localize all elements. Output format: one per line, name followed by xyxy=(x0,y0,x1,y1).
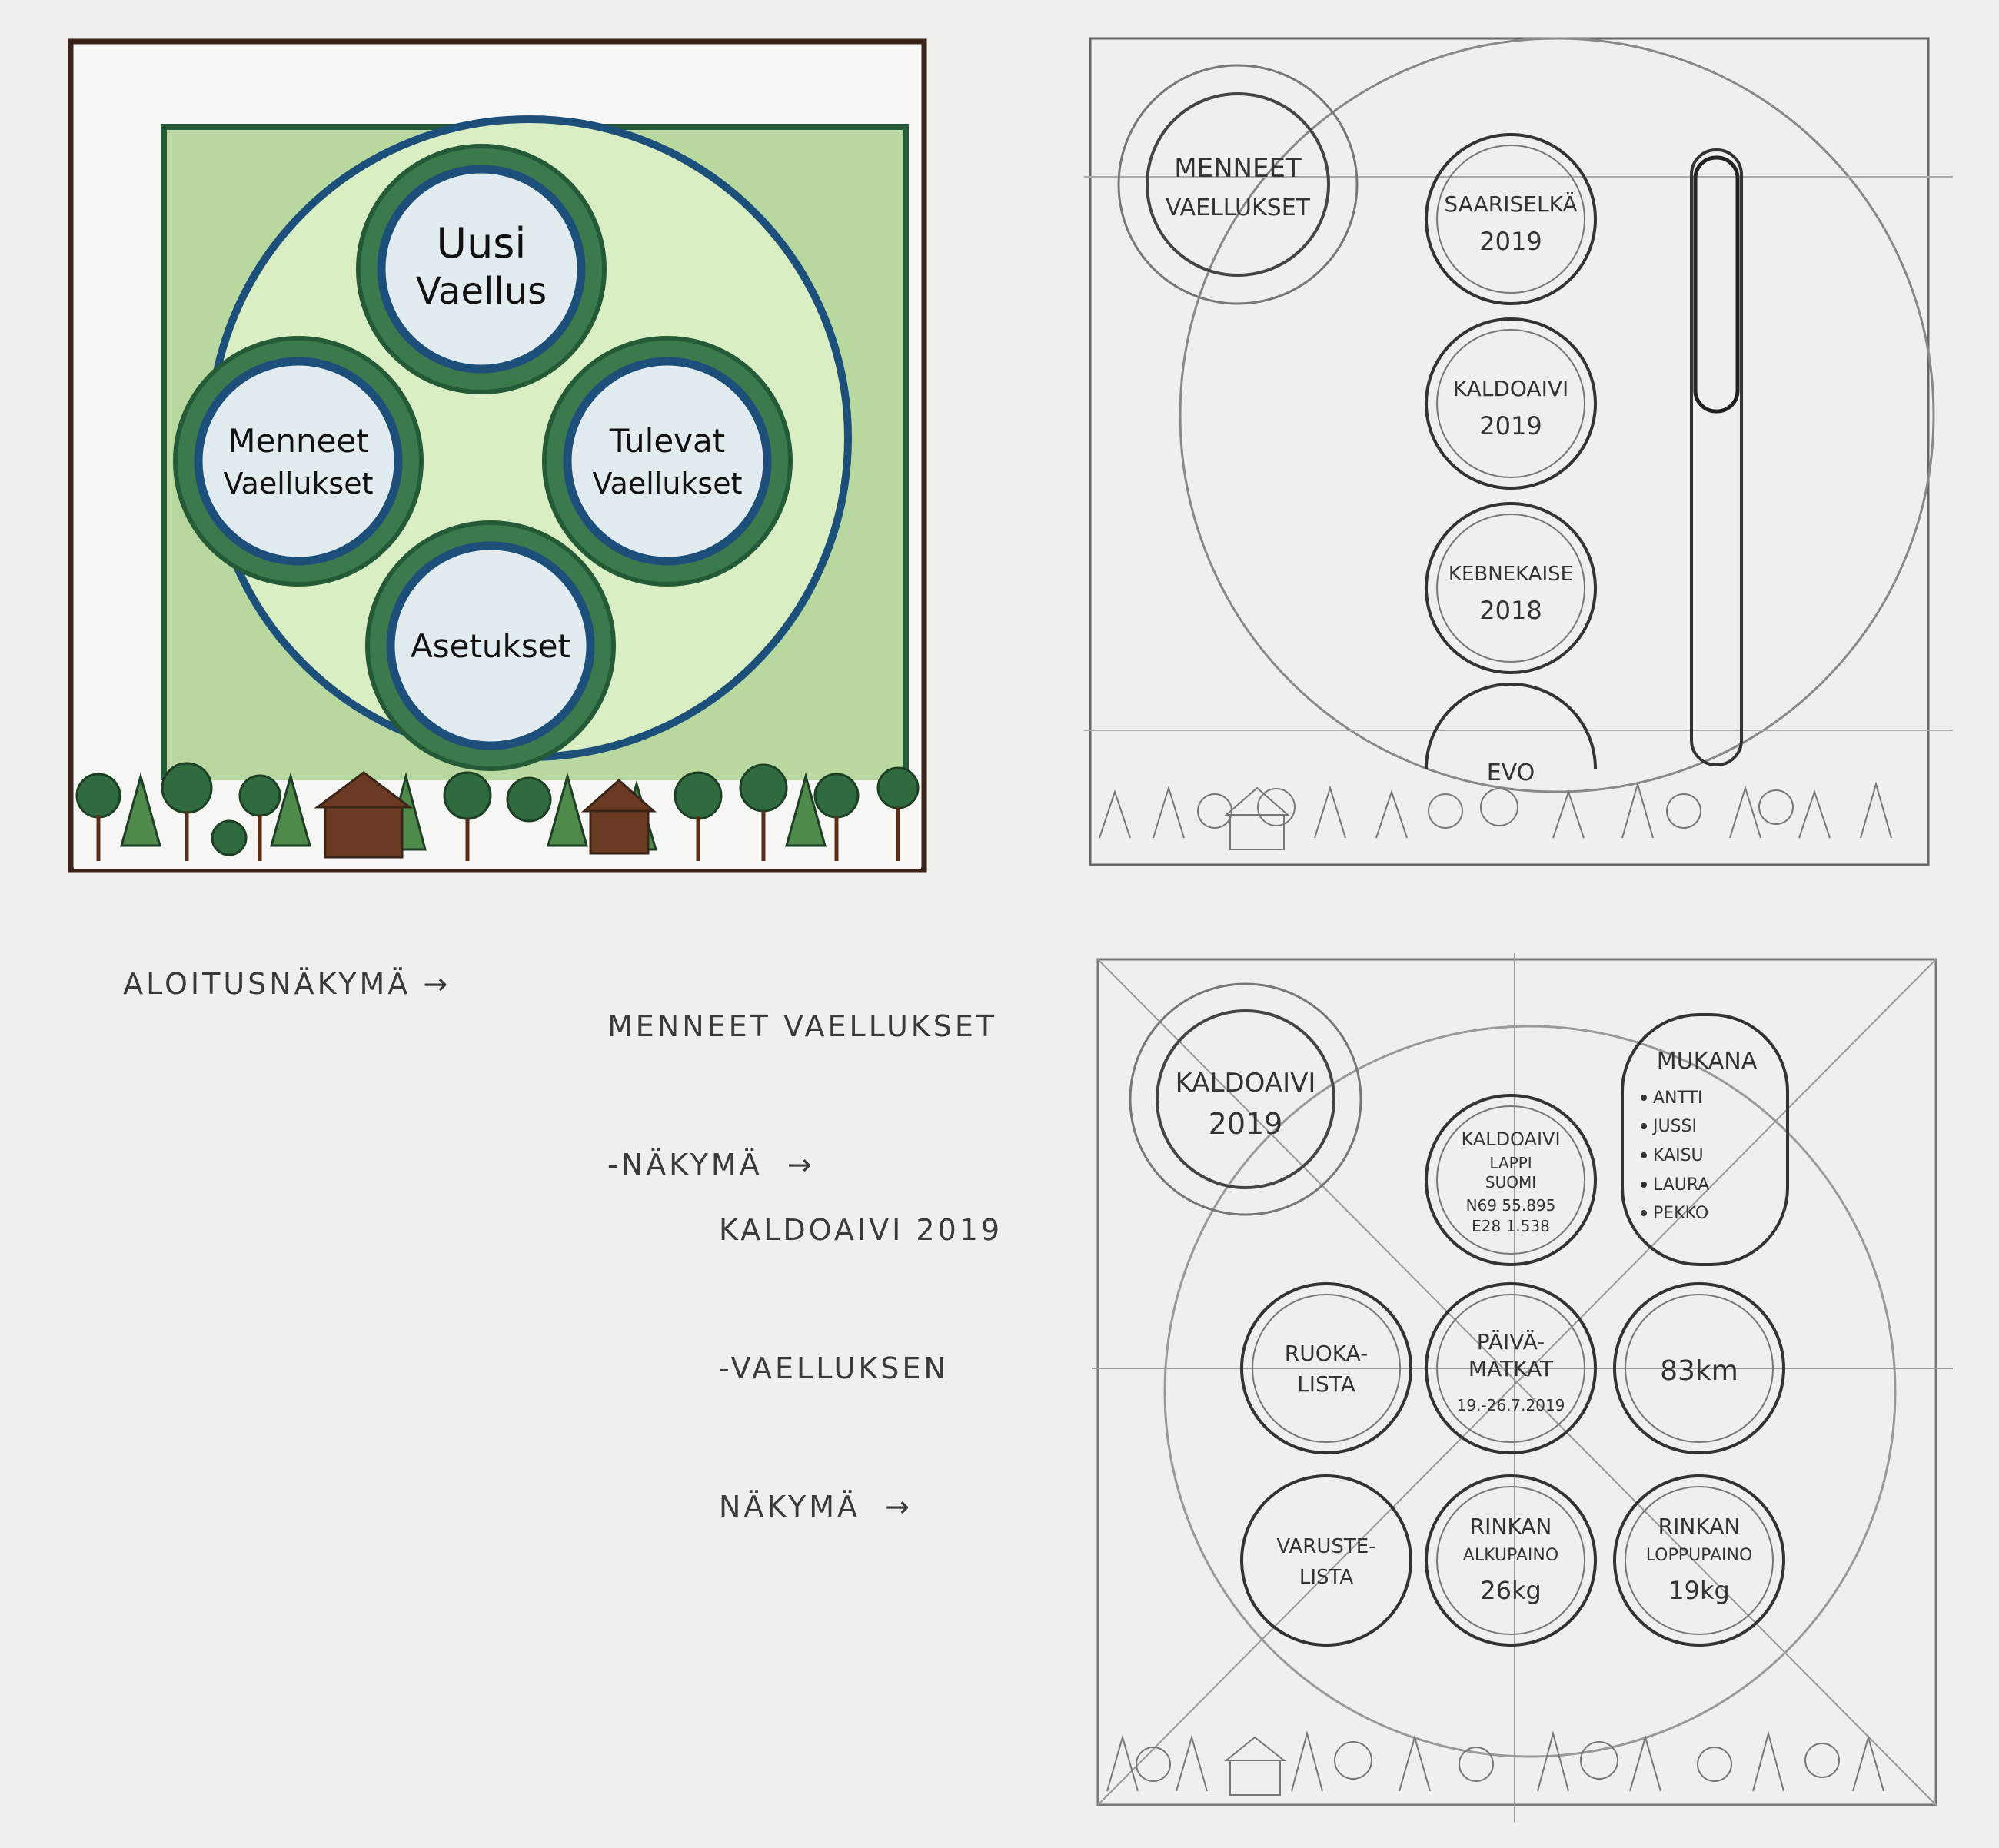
button-upcoming-hikes[interactable]: Tulevat Vaellukset xyxy=(542,336,793,587)
button-upcoming-hikes-line2: Vaellukset xyxy=(593,467,743,500)
home-view-caption-text: ALOITUSNÄKYMÄ xyxy=(123,967,411,1001)
button-new-hike-line2: Vaellus xyxy=(416,270,547,313)
hike-item-name: KEBNEKAISE xyxy=(1449,563,1573,586)
pack-start-value: 26kg xyxy=(1480,1576,1542,1605)
day-trips-line2: MATKAT xyxy=(1468,1356,1554,1381)
button-past-hikes-line2: Vaellukset xyxy=(224,467,374,500)
pack-start-line1: RINKAN xyxy=(1470,1514,1552,1539)
pack-end-line2: LOPPUPAINO xyxy=(1646,1546,1753,1565)
hike-detail-header-line2: 2019 xyxy=(1209,1107,1283,1141)
participant-item: LAURA xyxy=(1653,1175,1709,1195)
button-past-hikes-line1: Menneet xyxy=(228,422,368,460)
hike-item-year: 2018 xyxy=(1479,596,1542,625)
location-line: N69 55.895 xyxy=(1466,1196,1556,1215)
day-trips-dates: 19.-26.7.2019 xyxy=(1457,1396,1565,1414)
distance-value: 83km xyxy=(1660,1355,1738,1387)
hike-detail-header-line1: KALDOAIVI xyxy=(1176,1068,1316,1098)
arrow-icon: → xyxy=(860,1490,913,1524)
hike-detail-sketch: KALDOAIVI 2019 KALDOAIVI LAPPI SUOMI N69… xyxy=(1092,953,1953,1822)
pack-start-weight[interactable]: RINKAN ALKUPAINO 26kg xyxy=(1425,1474,1597,1647)
button-settings-label: Asetukset xyxy=(411,627,570,665)
hike-item[interactable]: KALDOAIVI 2019 xyxy=(1425,317,1597,490)
hike-item[interactable]: SAARISELKÄ 2019 xyxy=(1425,133,1597,305)
button-upcoming-hikes-line1: Tulevat xyxy=(609,422,725,460)
day-trips-line1: PÄIVÄ- xyxy=(1477,1329,1545,1354)
past-hikes-main-circle xyxy=(1179,37,1935,793)
past-hikes-header[interactable]: MENNEET VAELLUKSET xyxy=(1117,64,1359,305)
hike-item-year: 2019 xyxy=(1479,227,1542,256)
gear-list-button[interactable]: VARUSTE- LISTA xyxy=(1240,1474,1412,1647)
home-view-caption: ALOITUSNÄKYMÄ → xyxy=(98,915,451,1007)
button-new-hike[interactable]: Uusi Vaellus xyxy=(356,144,607,394)
hike-detail-caption-line2: -VAELLUKSEN xyxy=(719,1351,949,1385)
button-past-hikes[interactable]: Menneet Vaellukset xyxy=(173,336,424,587)
hike-detail-main-circle xyxy=(1163,1025,1897,1758)
hike-item[interactable]: EVO xyxy=(1425,683,1597,786)
location-line: SUOMI xyxy=(1485,1173,1536,1192)
button-new-hike-line1: Uusi xyxy=(437,219,527,268)
pack-start-line2: ALKUPAINO xyxy=(1463,1546,1558,1565)
pack-end-weight[interactable]: RINKAN LOPPUPAINO 19kg xyxy=(1613,1474,1785,1647)
hike-item-name: KALDOAIVI xyxy=(1453,376,1569,401)
participant-item: KAISU xyxy=(1653,1146,1704,1165)
hike-detail-header[interactable]: KALDOAIVI 2019 xyxy=(1129,982,1362,1216)
participant-item: PEKKO xyxy=(1653,1204,1708,1223)
home-landscape xyxy=(74,762,921,869)
hike-detail-frame xyxy=(1096,958,1937,1806)
past-hikes-caption-line2: -NÄKYMÄ xyxy=(607,1148,763,1182)
gear-list-line2: LISTA xyxy=(1299,1566,1354,1589)
arrow-icon: → xyxy=(411,967,451,1001)
past-hikes-scrollbar[interactable] xyxy=(1690,148,1743,766)
distance-display: 83km xyxy=(1613,1282,1785,1454)
hike-item-name: SAARISELKÄ xyxy=(1444,191,1577,217)
participant-item: JUSSI xyxy=(1651,1117,1697,1136)
location-info: KALDOAIVI LAPPI SUOMI N69 55.895 E28 1.5… xyxy=(1425,1094,1597,1266)
hike-detail-caption-line1: KALDOAIVI 2019 xyxy=(719,1213,1003,1247)
hike-item-name: EVO xyxy=(1487,759,1535,786)
past-hikes-scroll-thumb[interactable] xyxy=(1693,155,1740,414)
past-hikes-sketch: MENNEET VAELLUKSET SAARISELKÄ 2019 KALDO… xyxy=(1084,37,1953,866)
location-line: KALDOAIVI xyxy=(1461,1128,1560,1150)
past-hikes-caption-line1: MENNEET VAELLUKSET xyxy=(607,1009,998,1043)
food-list-button[interactable]: RUOKA- LISTA xyxy=(1240,1282,1412,1454)
participant-item: ANTTI xyxy=(1653,1089,1703,1108)
home-view-sketch: Uusi Vaellus Menneet Vaellukset Tulevat … xyxy=(68,38,927,873)
pack-end-line1: RINKAN xyxy=(1658,1514,1741,1539)
participants-title: MUKANA xyxy=(1657,1048,1758,1075)
hike-detail-caption: KALDOAIVI 2019 -VAELLUKSEN NÄKYMÄ → xyxy=(719,1115,1003,1576)
past-hikes-caption: MENNEET VAELLUKSET -NÄKYMÄ → xyxy=(607,911,997,1234)
past-hikes-frame xyxy=(1089,37,1930,866)
hike-item-year: 2019 xyxy=(1479,411,1542,440)
past-hikes-header-line2: VAELLUKSET xyxy=(1166,194,1311,221)
gear-list-line1: VARUSTE- xyxy=(1276,1535,1375,1558)
past-hikes-header-line1: MENNEET xyxy=(1174,153,1302,184)
day-trips-button[interactable]: PÄIVÄ- MATKAT 19.-26.7.2019 xyxy=(1425,1282,1597,1454)
arrow-icon: → xyxy=(762,1148,815,1182)
past-hikes-landscape xyxy=(1099,781,1892,850)
pack-end-value: 19kg xyxy=(1668,1576,1730,1605)
food-list-line2: LISTA xyxy=(1297,1371,1355,1397)
location-line: LAPPI xyxy=(1489,1154,1532,1172)
button-settings[interactable]: Asetukset xyxy=(365,520,616,771)
hike-detail-caption-line3: NÄKYMÄ xyxy=(719,1490,860,1524)
food-list-line1: RUOKA- xyxy=(1285,1341,1369,1366)
participants[interactable]: MUKANA ANTTI JUSSI KAISU LAURA PEKKO xyxy=(1621,1013,1789,1266)
hike-detail-landscape xyxy=(1106,1730,1884,1796)
hike-item[interactable]: KEBNEKAISE 2018 xyxy=(1425,502,1597,674)
location-line: E28 1.538 xyxy=(1472,1217,1550,1235)
